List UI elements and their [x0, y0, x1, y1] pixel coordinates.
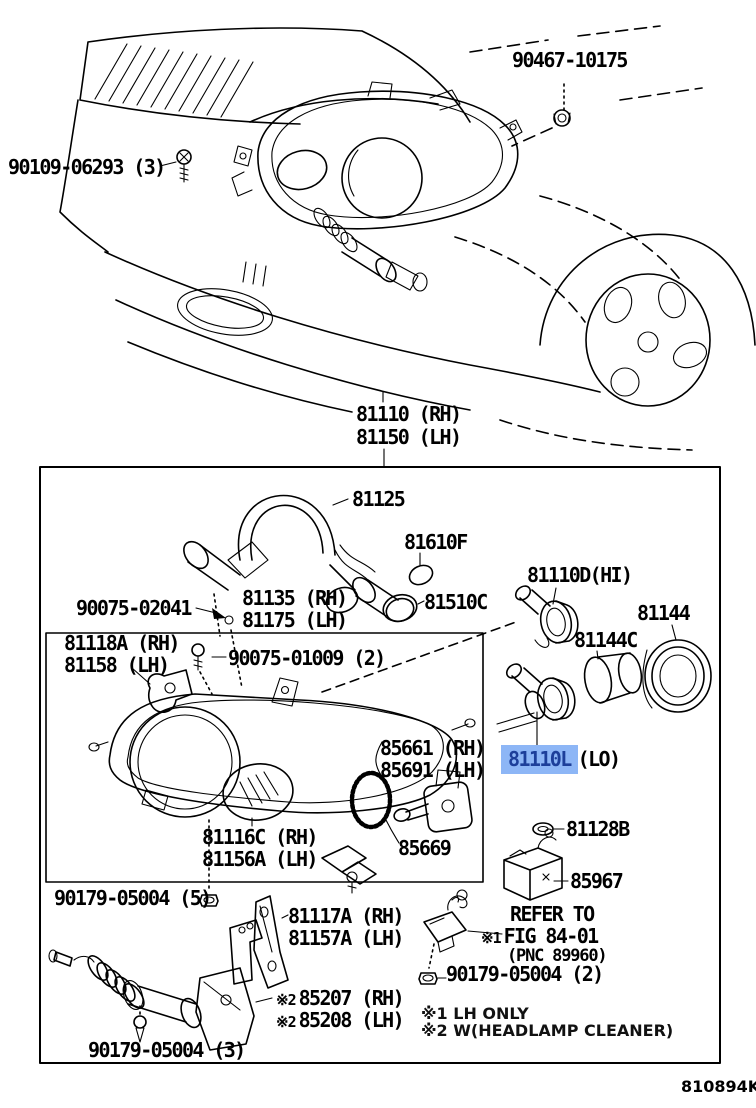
part-label-90109-06293[interactable]: 90109-06293 (3) — [8, 155, 166, 179]
part-label-81144C[interactable]: 81144C — [574, 628, 638, 652]
part-label-81156A-lh[interactable]: 81156A (LH) — [202, 847, 318, 871]
grille-hatch — [94, 43, 254, 118]
headlamp-housing-sketch — [231, 81, 523, 230]
part-label-90075-01009[interactable]: 90075-01009 (2) — [228, 646, 386, 670]
bracket-81117A-drawing — [253, 895, 289, 989]
construction-dashed-line — [321, 621, 517, 693]
cleaner-note-mark-rh: ※2 — [276, 991, 297, 1009]
part-label-81110-rh[interactable]: 81110 (RH) — [356, 402, 462, 426]
part-label-81116C-rh[interactable]: 81116C (RH) — [202, 825, 318, 849]
part-label-90075-02041[interactable]: 90075-02041 — [76, 596, 192, 620]
screw-90075-02041-drawing — [195, 607, 243, 689]
leveling-leader — [375, 741, 383, 776]
ecu-85967-drawing — [503, 828, 569, 901]
bulb-81510C-drawing — [382, 593, 418, 623]
car-body-sketch — [59, 25, 756, 467]
refer-to-line3: (PNC 89960) — [507, 946, 608, 966]
cleaner-part-rh[interactable]: 85207 (RH) — [298, 986, 405, 1010]
ring-81144-drawing — [642, 624, 712, 713]
part-label-85691-lh[interactable]: 85691 (LH) — [380, 758, 486, 782]
part-label-81110D-hi[interactable]: 81110D(HI) — [527, 563, 633, 587]
part-label-90179-05004-5[interactable]: 90179-05004 (5) — [54, 886, 212, 910]
screw-90075-01009-drawing — [191, 593, 227, 695]
relay-drawing — [423, 889, 503, 969]
refer-note-mark: ※1 — [481, 929, 502, 947]
refer-fig: FIG 84-01 — [503, 924, 600, 948]
wheel-sketch — [539, 233, 756, 407]
outer-box — [39, 466, 721, 1064]
footnote-2: ※2 W(HEADLAMP CLEANER) — [421, 1021, 674, 1040]
part-label-81135-rh[interactable]: 81135 (RH) — [242, 586, 348, 610]
cleaner-note-mark-lh: ※2 — [276, 1013, 297, 1031]
part-label-81158-lh[interactable]: 81158 (LH) — [64, 653, 170, 677]
part-label-90179-05004-3[interactable]: 90179-05004 (3) — [88, 1038, 246, 1062]
part-label-90179-05004-2[interactable]: 90179-05004 (2) — [446, 962, 604, 986]
clip-drawing — [553, 83, 571, 127]
cleaner-part-lh[interactable]: 85208 (LH) — [298, 1008, 405, 1032]
part-label-81610F[interactable]: 81610F — [404, 530, 468, 554]
figure-code: 810894K — [681, 1077, 756, 1096]
part-label-81175-lh[interactable]: 81175 (LH) — [242, 608, 348, 632]
bulb-81610F-drawing — [408, 564, 434, 586]
part-label-85967[interactable]: 85967 — [570, 869, 624, 893]
part-label-81150-lh[interactable]: 81150 (LH) — [356, 425, 462, 449]
part-label-81118A-rh[interactable]: 81118A (RH) — [64, 631, 180, 655]
cap-81144C-drawing — [583, 650, 643, 704]
highlighted-part-number[interactable]: 81110L — [501, 745, 578, 774]
part-label-81157A-lh[interactable]: 81157A (LH) — [288, 926, 404, 950]
bulb-lo-drawing — [496, 663, 576, 749]
part-label-81510C[interactable]: 81510C — [424, 590, 488, 614]
headlamp-unit-drawing — [88, 677, 476, 821]
low-beam-suffix: (LO) — [577, 747, 621, 771]
inner-box — [45, 632, 484, 883]
part-label-85669[interactable]: 85669 — [398, 836, 452, 860]
washer-actuator-sketch — [313, 207, 428, 292]
leveling-motor-drawing — [349, 769, 473, 844]
part-label-81128B[interactable]: 81128B — [566, 817, 630, 841]
nut-90179-2-drawing — [418, 972, 447, 985]
part-label-81117A-rh[interactable]: 81117A (RH) — [288, 904, 404, 928]
part-label-81110L-lo: 81110L(LO) — [501, 745, 621, 774]
nut-90179-5-drawing — [199, 819, 219, 907]
cleaner-assembly-drawing — [48, 919, 273, 1051]
harness-drawing — [183, 494, 415, 623]
refer-to-line1: REFER TO — [510, 902, 595, 926]
screw-drawing-top — [159, 149, 192, 183]
footnote-1: ※1 LH ONLY — [421, 1004, 529, 1023]
part-label-85661-rh[interactable]: 85661 (RH) — [380, 736, 486, 760]
bulb-hi-drawing — [514, 585, 579, 648]
bracket-81116C-drawing — [251, 817, 377, 894]
part-label-90467-10175[interactable]: 90467-10175 — [512, 48, 628, 72]
part-label-81125[interactable]: 81125 — [352, 487, 406, 511]
part-label-81144[interactable]: 81144 — [637, 601, 691, 625]
